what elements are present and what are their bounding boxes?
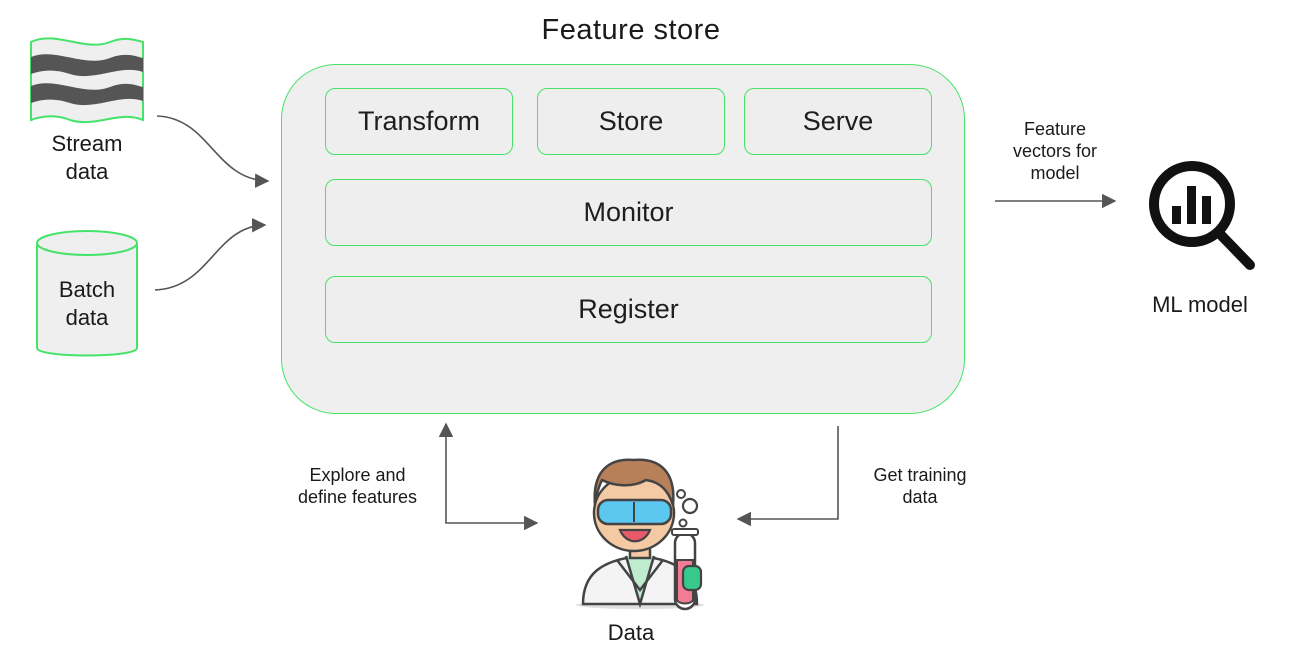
batch-label-line1: Batch <box>58 277 116 302</box>
data-person-label: Data <box>607 620 655 645</box>
output-label-line2: vectors for <box>1012 141 1098 161</box>
output-label-line1: Feature <box>1023 119 1087 139</box>
magnifier-chart-icon <box>1149 161 1255 270</box>
explore-arrow <box>438 422 539 531</box>
explore-label: Explore and define features <box>275 464 440 508</box>
monitor-module: Monitor <box>325 179 932 246</box>
stream-arrow <box>156 115 270 188</box>
training-arrow <box>736 426 839 527</box>
store-module: Store <box>537 88 725 155</box>
diagram-title: Feature store <box>541 14 721 46</box>
explore-label-line2: define features <box>297 487 418 507</box>
serve-module: Serve <box>744 88 932 155</box>
training-label-line1: Get training <box>873 465 967 485</box>
data-scientist-icon <box>576 458 704 611</box>
ml-model-label: ML model <box>1152 292 1248 317</box>
batch-label-line2: data <box>65 305 109 330</box>
batch-arrow <box>154 218 267 291</box>
transform-module: Transform <box>325 88 513 155</box>
training-label-line2: data <box>902 487 938 507</box>
stream-label-line2: data <box>65 159 109 184</box>
stream-data-label: Stream data <box>27 130 147 186</box>
database-cylinder-icon <box>36 230 138 357</box>
batch-data-label: Batch data <box>27 276 147 332</box>
output-label-line3: model <box>1030 163 1080 183</box>
output-arrow-label: Feature vectors for model <box>995 118 1115 184</box>
stream-data-icon <box>30 37 144 124</box>
training-label: Get training data <box>850 464 990 508</box>
explore-label-line1: Explore and <box>309 465 406 485</box>
stream-label-line1: Stream <box>51 131 123 156</box>
register-module: Register <box>325 276 932 343</box>
